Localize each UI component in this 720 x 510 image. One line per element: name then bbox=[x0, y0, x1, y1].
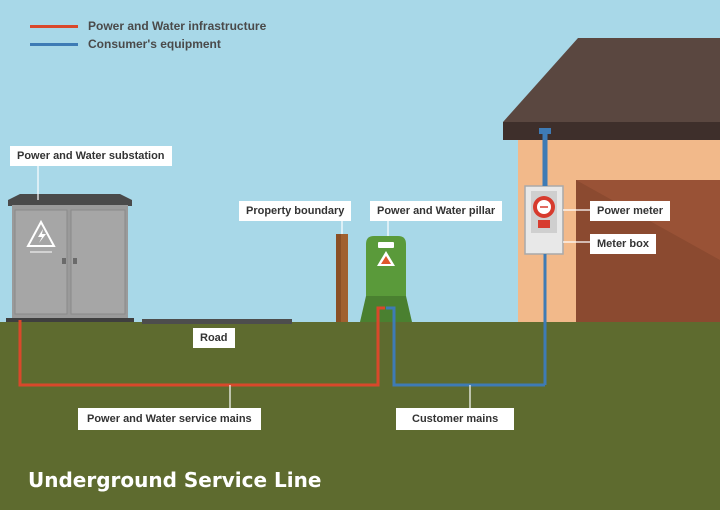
label-customer-mains: Customer mains bbox=[396, 408, 515, 430]
label-pillar: Power and Water pillar bbox=[370, 201, 503, 221]
service-mains-line bbox=[18, 306, 385, 387]
pillar-warning-icon bbox=[377, 251, 395, 266]
label-power-meter: Power meter bbox=[590, 201, 671, 221]
pillar bbox=[360, 219, 412, 322]
label-road: Road bbox=[193, 328, 235, 348]
substation-warning-icon bbox=[26, 219, 56, 253]
diagram-title: Underground Service Line bbox=[28, 468, 322, 492]
property-boundary-post bbox=[336, 219, 348, 322]
legend-swatch-blue bbox=[30, 42, 78, 46]
legend-label: Power and Water infrastructure bbox=[88, 19, 267, 33]
legend-swatch-red bbox=[30, 24, 78, 28]
road-surface bbox=[142, 319, 292, 324]
power-meter-icon bbox=[533, 196, 555, 228]
legend-item-infrastructure: Power and Water infrastructure bbox=[30, 19, 266, 33]
legend-label: Consumer's equipment bbox=[88, 37, 221, 51]
substation bbox=[6, 194, 134, 322]
label-property-boundary: Property boundary bbox=[239, 201, 352, 221]
label-meter-box: Meter box bbox=[590, 234, 656, 254]
label-service-mains: Power and Water service mains bbox=[78, 408, 261, 430]
label-substation: Power and Water substation bbox=[10, 146, 172, 166]
meter-box bbox=[524, 185, 590, 255]
legend-item-consumer: Consumer's equipment bbox=[30, 37, 221, 51]
